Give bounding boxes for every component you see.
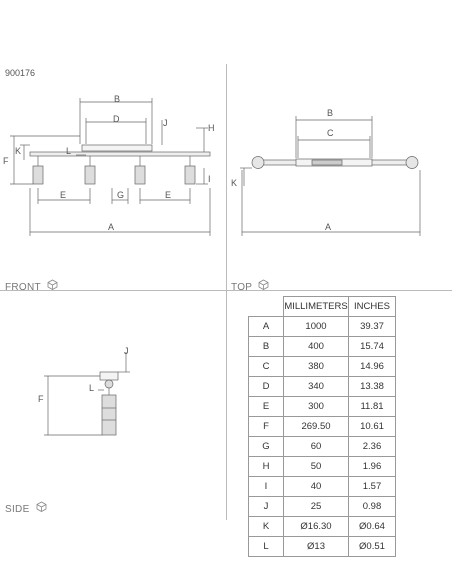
top-view-drawing: [240, 116, 421, 236]
table-cell: 50: [283, 456, 349, 477]
table-cell: A: [248, 316, 284, 337]
top-label-text: TOP: [231, 282, 253, 293]
table-row: A 1000 39.37: [248, 316, 396, 337]
table-cell: Ø0.64: [348, 516, 396, 537]
table-cell: 1.96: [348, 456, 396, 477]
table-cell: 60: [283, 436, 349, 457]
table-row: H 50 1.96: [248, 456, 396, 477]
table-row: K Ø16.30 Ø0.64: [248, 516, 396, 537]
table-cell: 340: [283, 376, 349, 397]
front-dim-j: J: [163, 118, 168, 128]
table-cell: 2.36: [348, 436, 396, 457]
front-dim-g: G: [117, 190, 125, 200]
table-cell: H: [248, 456, 284, 477]
table-cell: G: [248, 436, 284, 457]
table-cell: E: [248, 396, 284, 417]
top-dim-c: C: [327, 128, 334, 138]
table-cell: L: [248, 536, 284, 557]
table-cell: 269.50: [283, 416, 349, 437]
table-cell: Ø13: [283, 536, 349, 557]
horizontal-divider: [0, 290, 452, 291]
front-view-label: FRONT: [5, 279, 58, 293]
table-header-row: MILLIMETERS INCHES: [248, 296, 396, 317]
table-row: D 340 13.38: [248, 376, 396, 397]
cube-icon: [47, 279, 58, 293]
table-cell: 1.57: [348, 476, 396, 497]
front-view-drawing: [10, 98, 211, 236]
table-cell: B: [248, 336, 284, 357]
table-cell: 13.38: [348, 376, 396, 397]
table-cell: 380: [283, 356, 349, 377]
table-cell: 11.81: [348, 396, 396, 417]
table-header-cell: MILLIMETERS: [283, 296, 349, 317]
front-dim-e-left: E: [60, 190, 67, 200]
side-view-drawing: [44, 352, 130, 436]
side-label-text: SIDE: [5, 504, 30, 515]
table-row: F 269.50 10.61: [248, 416, 396, 437]
front-dim-i: I: [208, 174, 211, 184]
front-label-text: FRONT: [5, 282, 41, 293]
table-cell: D: [248, 376, 284, 397]
table-cell: F: [248, 416, 284, 437]
table-cell: 14.96: [348, 356, 396, 377]
top-dim-a: A: [325, 222, 332, 232]
front-dim-l: L: [66, 146, 72, 156]
table-cell: C: [248, 356, 284, 377]
table-row: J 25 0.98: [248, 496, 396, 517]
cube-icon: [36, 501, 47, 515]
cube-icon: [258, 279, 269, 293]
front-dim-d: D: [113, 114, 120, 124]
top-view-label: TOP: [231, 279, 269, 293]
table-cell: 300: [283, 396, 349, 417]
table-cell: 10.61: [348, 416, 396, 437]
table-cell: 40: [283, 476, 349, 497]
table-header-cell: INCHES: [348, 296, 396, 317]
front-dim-h: H: [208, 123, 215, 133]
table-cell: Ø0.51: [348, 536, 396, 557]
table-header-cell: [248, 296, 284, 317]
side-dim-l: L: [89, 383, 95, 393]
table-row: B 400 15.74: [248, 336, 396, 357]
table-cell: 0.98: [348, 496, 396, 517]
top-dim-k: K: [231, 178, 238, 188]
table-cell: J: [248, 496, 284, 517]
table-cell: 39.37: [348, 316, 396, 337]
front-dim-k: K: [15, 146, 22, 156]
side-dim-f: F: [38, 394, 44, 404]
front-dim-f: F: [3, 156, 9, 166]
side-view-label: SIDE: [5, 501, 47, 515]
table-cell: 400: [283, 336, 349, 357]
table-cell: 25: [283, 496, 349, 517]
table-cell: 1000: [283, 316, 349, 337]
table-cell: Ø16.30: [283, 516, 349, 537]
product-code: 900176: [5, 68, 36, 78]
table-row: C 380 14.96: [248, 356, 396, 377]
front-dim-e-right: E: [165, 190, 172, 200]
table-row: E 300 11.81: [248, 396, 396, 417]
top-dim-b: B: [327, 108, 334, 118]
table-cell: K: [248, 516, 284, 537]
dimensions-table: MILLIMETERS INCHES A 1000 39.37 B 400 15…: [248, 296, 396, 557]
table-row: L Ø13 Ø0.51: [248, 536, 396, 557]
front-dim-a: A: [108, 222, 115, 232]
vertical-divider: [226, 64, 227, 520]
side-dim-j: J: [124, 346, 129, 356]
table-cell: 15.74: [348, 336, 396, 357]
table-row: I 40 1.57: [248, 476, 396, 497]
table-row: G 60 2.36: [248, 436, 396, 457]
front-dim-b: B: [114, 94, 121, 104]
table-cell: I: [248, 476, 284, 497]
